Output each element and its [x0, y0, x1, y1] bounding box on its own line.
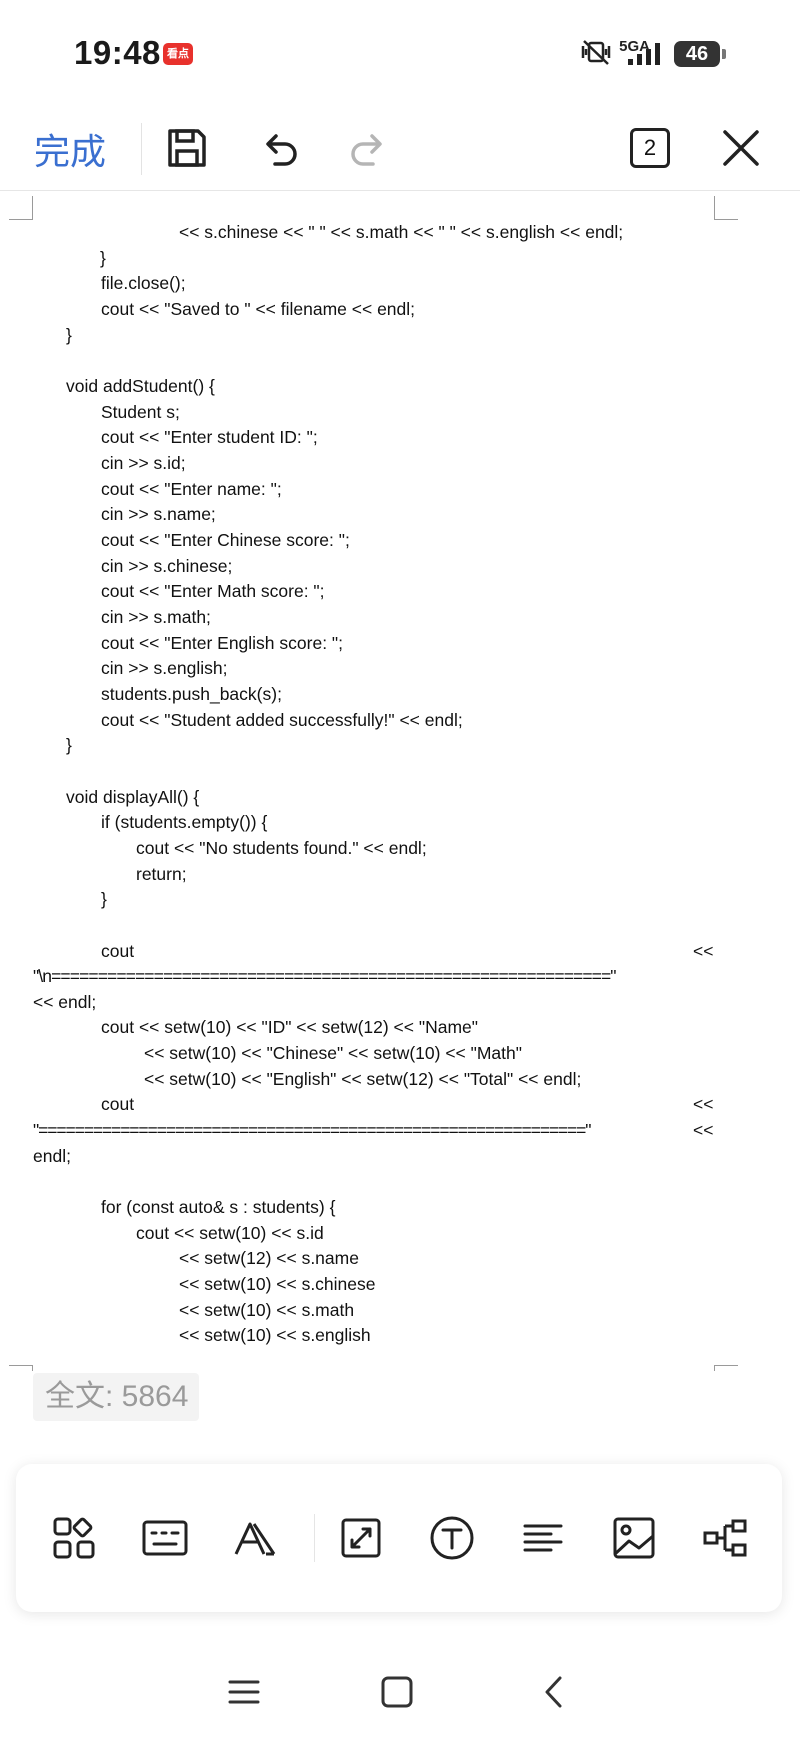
menu-icon[interactable] — [216, 1664, 272, 1720]
code-line: cin >> s.chinese; — [101, 556, 233, 576]
code-line: cout — [101, 941, 135, 961]
code-line: "=======================================… — [33, 1120, 592, 1140]
home-icon[interactable] — [369, 1664, 425, 1720]
code-line: << setw(10) << "English" << setw(12) << … — [144, 1069, 582, 1089]
code-line: "\n=====================================… — [33, 966, 617, 986]
page-corner-marker — [9, 1365, 33, 1371]
code-line: cout << "Enter Math score: "; — [101, 581, 325, 601]
close-icon[interactable] — [716, 123, 766, 173]
code-line: << endl; — [33, 992, 97, 1012]
code-line: << — [693, 1120, 714, 1140]
undo-icon[interactable] — [254, 123, 304, 173]
code-line: void addStudent() { — [66, 376, 215, 396]
structure-icon[interactable] — [694, 1507, 756, 1569]
status-bar: 19:48 看点 5GA 46 — [0, 0, 800, 105]
code-line: << s.chinese << " " << s.math << " " << … — [179, 222, 624, 242]
code-line: } — [66, 735, 72, 755]
done-button[interactable]: 完成 — [34, 123, 106, 175]
status-icons: 5GA 46 — [579, 36, 726, 72]
code-line: students.push_back(s); — [101, 684, 282, 704]
code-line: void displayAll() { — [66, 787, 200, 807]
image-icon[interactable] — [603, 1507, 665, 1569]
align-left-icon[interactable] — [512, 1507, 574, 1569]
code-line: file.close(); — [101, 273, 186, 293]
code-line: cout << setw(10) << s.id — [136, 1223, 324, 1243]
format-divider — [314, 1514, 315, 1562]
code-line: } — [101, 889, 107, 909]
code-line: } — [100, 248, 106, 268]
code-line: << setw(10) << s.chinese — [179, 1274, 376, 1294]
word-count-badge: 全文: 5864 — [33, 1373, 199, 1421]
toolbar-divider — [141, 123, 142, 175]
code-line: for (const auto& s : students) { — [101, 1197, 336, 1217]
code-line: } — [66, 325, 72, 345]
code-line: << setw(12) << s.name — [179, 1248, 359, 1268]
signal-icon — [626, 37, 668, 72]
redo-icon[interactable] — [344, 123, 394, 173]
code-line: cin >> s.math; — [101, 607, 211, 627]
code-line: cout << "No students found." << endl; — [136, 838, 427, 858]
keyboard-icon[interactable] — [134, 1507, 196, 1569]
format-toolbar — [16, 1464, 782, 1612]
back-icon[interactable] — [526, 1664, 582, 1720]
code-line: cout << "Student added successfully!" <<… — [101, 710, 463, 730]
code-line: return; — [136, 864, 187, 884]
code-line: cout << setw(10) << "ID" << setw(12) << … — [101, 1017, 478, 1037]
code-line: cout << "Enter Chinese score: "; — [101, 530, 350, 550]
mute-vibrate-icon — [579, 37, 613, 72]
page-count: 2 — [630, 128, 670, 168]
code-line: << — [693, 941, 714, 961]
code-line: endl; — [33, 1146, 71, 1166]
code-line: cin >> s.id; — [101, 453, 186, 473]
code-line: cout << "Enter English score: "; — [101, 633, 343, 653]
code-line: cout << "Enter name: "; — [101, 479, 282, 499]
font-style-icon[interactable] — [225, 1507, 287, 1569]
code-line: << — [693, 1094, 714, 1114]
code-line: cout — [101, 1094, 135, 1114]
status-time: 19:48 — [74, 34, 161, 71]
code-line: if (students.empty()) { — [101, 812, 268, 832]
system-navigation-bar — [0, 1650, 800, 1737]
expand-icon[interactable] — [330, 1507, 392, 1569]
code-line: cin >> s.english; — [101, 658, 228, 678]
code-line: cin >> s.name; — [101, 504, 216, 524]
page-count-icon[interactable]: 2 — [625, 123, 675, 173]
save-icon[interactable] — [162, 123, 212, 173]
page-corner-marker — [714, 1365, 738, 1371]
code-line: << setw(10) << s.english — [179, 1325, 371, 1345]
code-line: Student s; — [101, 402, 180, 422]
document-page[interactable]: << s.chinese << " " << s.math << " " << … — [0, 191, 800, 1371]
text-icon[interactable] — [421, 1507, 483, 1569]
editor-toolbar: 完成 2 — [0, 105, 800, 191]
news-app-badge: 看点 — [163, 43, 193, 65]
network-type: 5GA — [619, 37, 650, 55]
code-line: cout << "Saved to " << filename << endl; — [101, 299, 416, 319]
code-line: cout << "Enter student ID: "; — [101, 427, 318, 447]
page-corner-marker — [714, 196, 738, 220]
code-line: << setw(10) << "Chinese" << setw(10) << … — [144, 1043, 522, 1063]
grid-icon[interactable] — [43, 1507, 105, 1569]
battery-indicator: 46 — [674, 41, 726, 67]
code-line: << setw(10) << s.math — [179, 1300, 355, 1320]
page-corner-marker — [9, 196, 33, 220]
